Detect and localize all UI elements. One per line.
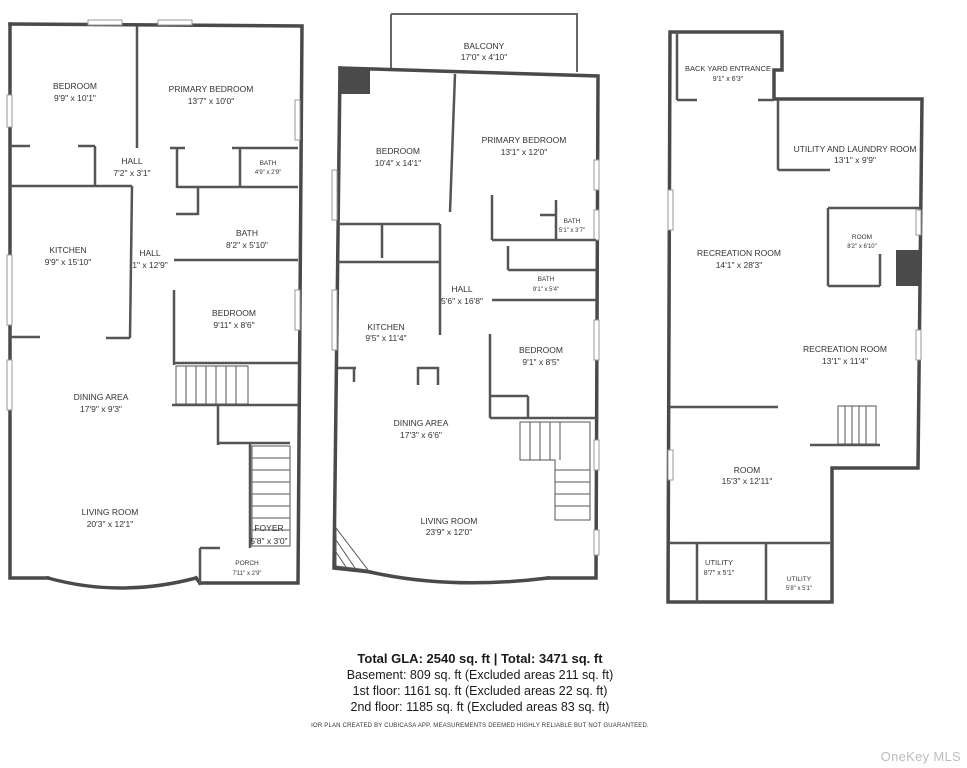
room-dimension: 7'2" x 3'1" — [113, 168, 150, 178]
room-name: BEDROOM — [376, 146, 420, 156]
stairs-middle — [519, 421, 591, 521]
room-dimension: 17'9" x 9'3" — [80, 404, 122, 414]
room-name: PRIMARY BEDROOM — [169, 84, 254, 94]
watermark: OneKey MLS — [880, 749, 961, 764]
room-dimension: 15'3" x 12'11" — [722, 476, 773, 486]
room-dimension: 9'11" x 8'6" — [213, 320, 254, 330]
room-name: LIVING ROOM — [82, 507, 139, 517]
room-name: ROOM — [734, 465, 760, 475]
room-dimension: 1" x 12'9" — [132, 260, 168, 270]
area-summary: Total GLA: 2540 sq. ft | Total: 3471 sq.… — [300, 650, 660, 729]
floor-plan-middle: BALCONY 17'0" x 4'10" BEDROOM 10'4" x 14… — [331, 13, 600, 585]
room-dimension: 13'1" x 12'0" — [501, 147, 548, 157]
room-name: FOYER — [254, 523, 283, 533]
room-dimension: 8'2" x 5'10" — [226, 240, 268, 250]
room-name: RECREATION ROOM — [803, 344, 887, 354]
room-name: BACK YARD ENTRANCE — [685, 64, 771, 73]
room-dimension: 20'3" x 12'1" — [87, 519, 134, 529]
second-floor-area: 2nd floor: 1185 sq. ft (Excluded areas 8… — [350, 700, 610, 714]
room-name: LIVING ROOM — [421, 516, 478, 526]
room-name: BATH — [236, 228, 258, 238]
room-dimension: 9'5" x 11'4" — [365, 333, 406, 343]
room-name: DINING AREA — [394, 418, 449, 428]
room-dimension: 5'6" x 16'8" — [441, 296, 483, 306]
room-name: PRIMARY BEDROOM — [482, 135, 567, 145]
room-name: UTILITY — [787, 576, 812, 583]
floor-plan-right: BACK YARD ENTRANCE 9'1" x 6'3" UTILITY A… — [666, 30, 924, 604]
room-name: HALL — [121, 156, 143, 166]
room-name: ROOM — [852, 234, 872, 241]
stairs-left-lower — [251, 445, 291, 547]
room-dimension: 4'9" x 2'9" — [255, 170, 281, 176]
room-name: BEDROOM — [519, 345, 563, 355]
room-dimension: 13'7" x 10'0" — [188, 96, 235, 106]
room-name: BATH — [564, 218, 581, 225]
room-name: KITCHEN — [367, 322, 404, 332]
stairs-middle-corner — [335, 526, 370, 571]
stairs-left-upper — [175, 365, 249, 405]
room-dimension: 17'3" x 6'6" — [400, 430, 442, 440]
room-dimension: 9'9" x 10'1" — [54, 93, 96, 103]
room-dimension: 9'9" x 15'10" — [45, 257, 92, 267]
room-dimension: 7'11" x 2'9" — [232, 571, 261, 577]
room-name: UTILITY AND LAUNDRY ROOM — [794, 144, 917, 154]
room-dimension: 23'9" x 12'0" — [426, 527, 473, 537]
room-dimension: 13'1" x 9'9" — [834, 155, 876, 165]
room-dimension: 8'7" x 5'1" — [704, 570, 735, 577]
room-name: DINING AREA — [74, 392, 129, 402]
room-name: RECREATION ROOM — [697, 248, 781, 258]
total-area: Total GLA: 2540 sq. ft | Total: 3471 sq.… — [357, 651, 603, 666]
stairs-basement — [837, 405, 877, 445]
floor-plan-left: BEDROOM 9'9" x 10'1" PRIMARY BEDROOM 13'… — [6, 19, 304, 590]
room-dimension: 8'2" x 6'10" — [847, 244, 877, 250]
room-dimension: 5'8" x 5'1" — [786, 586, 812, 592]
room-dimension: 14'1" x 28'3" — [716, 260, 763, 270]
room-dimension: 9'1" x 5'4" — [533, 287, 559, 293]
room-dimension: 10'4" x 14'1" — [375, 158, 422, 168]
plan-credit: IOR PLAN CREATED BY CUBICASA APP. MEASUR… — [311, 723, 649, 729]
room-dimension: 17'0" x 4'10" — [461, 52, 508, 62]
room-name: BEDROOM — [53, 81, 97, 91]
room-dimension: 13'1" x 11'4" — [822, 356, 868, 366]
room-name: UTILITY — [705, 558, 733, 567]
room-dimension: 5'1" x 3'7" — [559, 228, 585, 234]
room-name: HALL — [139, 248, 161, 258]
basement-area: Basement: 809 sq. ft (Excluded areas 211… — [346, 668, 614, 682]
room-name: PORCH — [235, 560, 259, 567]
room-name: BATH — [260, 160, 277, 167]
room-name: BALCONY — [464, 41, 505, 51]
room-name: BEDROOM — [212, 308, 256, 318]
first-floor-area: 1st floor: 1161 sq. ft (Excluded areas 2… — [352, 684, 608, 698]
room-name: KITCHEN — [49, 245, 86, 255]
room-dimension: 9'1" x 6'3" — [713, 76, 744, 83]
room-name: BATH — [538, 276, 555, 283]
room-name: HALL — [451, 284, 473, 294]
room-dimension: 5'8" x 3'0" — [250, 536, 287, 546]
room-dimension: 9'1" x 8'5" — [522, 357, 559, 367]
